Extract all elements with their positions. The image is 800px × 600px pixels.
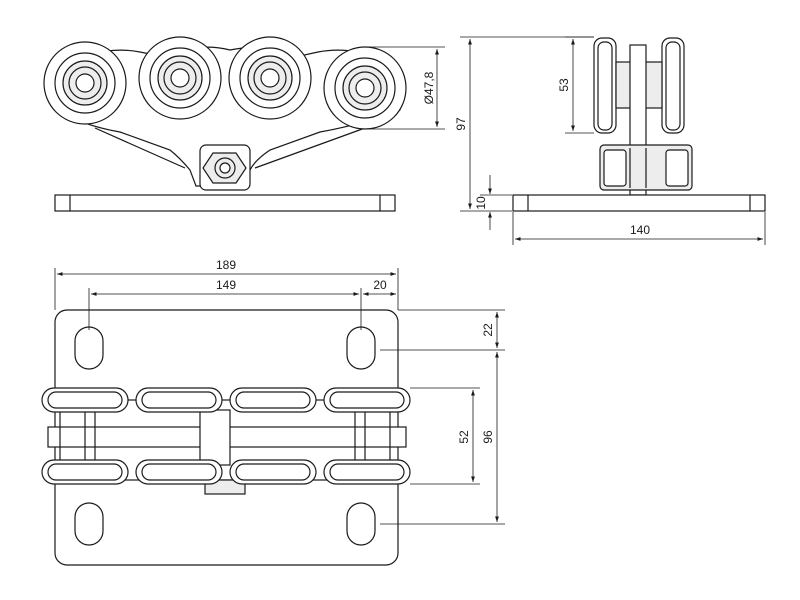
label-roller-diameter: Ø47,8 <box>422 71 436 104</box>
label-slot-edge-offset: 20 <box>373 278 387 292</box>
side-roller-right <box>661 37 685 134</box>
dim-plate-thickness: 10 <box>474 175 512 230</box>
front-view: Ø47,8 <box>43 36 445 212</box>
side-view: 97 53 10 140 <box>454 36 766 245</box>
dim-roller-track: 52 <box>410 387 480 485</box>
front-roller-3 <box>228 36 312 120</box>
slot-bottom-left <box>74 502 104 546</box>
slot-bottom-right <box>346 502 376 546</box>
dim-slot-edge-offset: 20 <box>363 278 396 296</box>
top-view: 189 149 20 22 52 <box>41 258 505 566</box>
front-roller-1 <box>43 41 127 125</box>
front-roller-4 <box>323 46 407 130</box>
label-roller-track: 52 <box>457 430 471 444</box>
dim-plate-depth: 140 <box>512 212 766 245</box>
dim-plate-length: 189 <box>54 258 399 310</box>
dim-slot-vertical-spacing: 96 <box>380 352 505 525</box>
dim-roller-diameter: Ø47,8 <box>365 46 445 130</box>
top-rollers-upper <box>41 387 411 413</box>
carrier-arm-right <box>254 127 366 169</box>
center-block <box>199 409 231 466</box>
label-slot-top-offset: 22 <box>481 323 495 337</box>
label-total-height: 97 <box>454 117 468 131</box>
slot-top-left <box>74 326 104 370</box>
side-base-plate <box>512 194 766 212</box>
top-rollers-lower <box>41 459 411 485</box>
front-roller-2 <box>138 36 222 120</box>
label-slot-spacing: 149 <box>216 278 236 292</box>
label-plate-thickness: 10 <box>474 196 488 210</box>
center-bolt <box>199 144 251 191</box>
label-plate-length: 189 <box>216 258 236 272</box>
front-base-plate <box>54 194 396 212</box>
dim-slot-top-offset: 22 <box>380 309 505 351</box>
label-slot-vertical-spacing: 96 <box>481 430 495 444</box>
side-roller-left <box>593 37 617 134</box>
dim-roller-height: 53 <box>557 36 594 134</box>
label-roller-height: 53 <box>557 78 571 92</box>
carrier-arm-left <box>94 127 186 169</box>
dim-slot-spacing: 149 <box>88 278 362 330</box>
slot-top-right <box>346 326 376 370</box>
label-plate-depth: 140 <box>630 223 650 237</box>
